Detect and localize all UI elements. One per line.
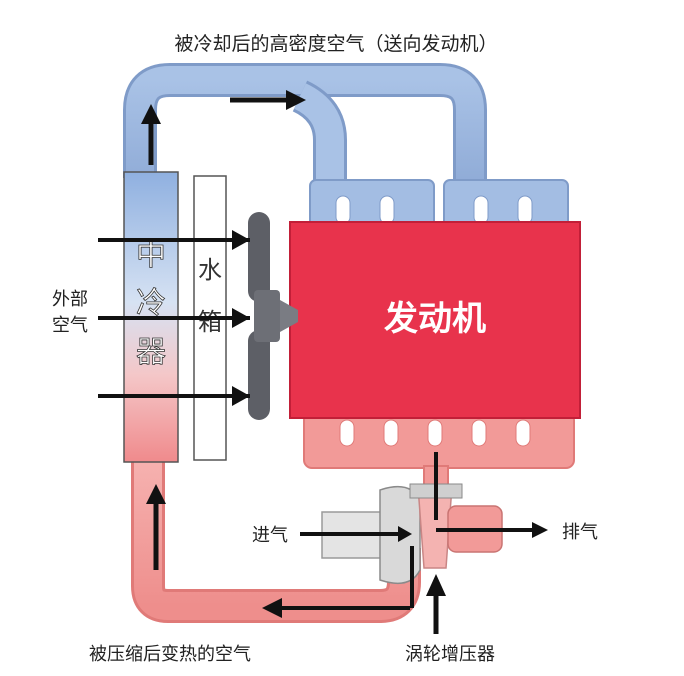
top-caption: 被冷却后的高密度空气（送向发动机） bbox=[174, 33, 497, 55]
cold-air-pipe bbox=[123, 63, 487, 190]
cooling-fan bbox=[248, 212, 298, 420]
radiator-label-2: 箱 bbox=[198, 308, 222, 336]
outside-air-label-line1: 外部 bbox=[52, 289, 88, 310]
intercooler-label-1: 中 bbox=[136, 238, 166, 273]
labels: 被冷却后的高密度空气（送向发动机） 外部 空气 进气 排气 被压缩后变热的空气 … bbox=[52, 33, 598, 665]
exhaust-manifold bbox=[303, 411, 575, 507]
radiator-label-1: 水 bbox=[198, 256, 222, 284]
intercooler-label-3: 器 bbox=[136, 335, 166, 370]
air-flow-arrows bbox=[98, 90, 548, 634]
intake-manifold bbox=[309, 179, 569, 229]
bottom-caption: 被压缩后变热的空气 bbox=[89, 644, 251, 665]
outside-air-label-line2: 空气 bbox=[52, 315, 88, 336]
engine-block: 发动机 bbox=[289, 221, 581, 419]
turbocharger-label: 涡轮增压器 bbox=[405, 644, 495, 665]
exhaust-label: 排气 bbox=[562, 522, 598, 543]
intercooler-label-2: 冷 bbox=[136, 286, 166, 321]
engine-label: 发动机 bbox=[384, 299, 486, 339]
intake-label: 进气 bbox=[252, 525, 288, 546]
